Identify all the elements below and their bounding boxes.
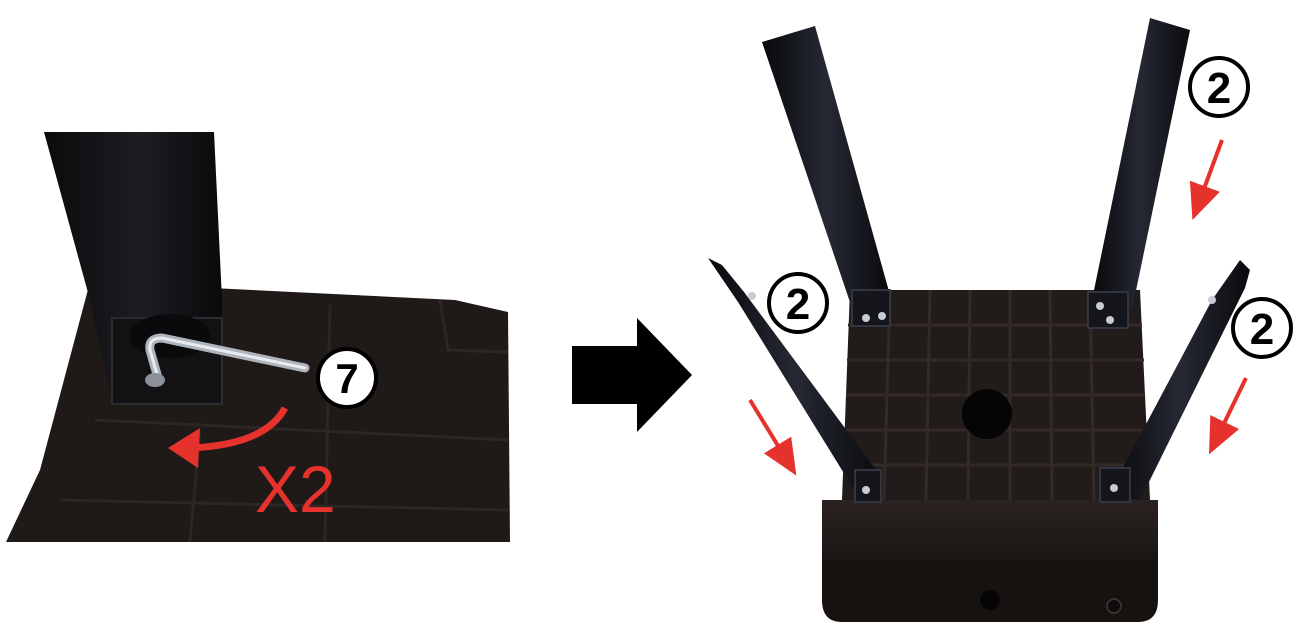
leg-badge-right-label: 2 <box>1250 305 1274 354</box>
insert-arrow-top-right <box>1198 140 1222 205</box>
leg-badge-left: 2 <box>769 274 827 332</box>
part-number-label: 7 <box>335 355 358 402</box>
leg-badge-top-right: 2 <box>1190 58 1248 116</box>
insert-arrow-left <box>750 400 788 462</box>
leg-back-right <box>1092 18 1190 310</box>
bottom-hole <box>980 590 1000 610</box>
insert-arrow-right <box>1216 378 1246 440</box>
right-panel-assembly: 2 2 2 <box>708 18 1291 622</box>
allen-key-socket <box>145 373 165 387</box>
stool-body <box>822 290 1158 622</box>
next-step-arrow <box>572 318 692 432</box>
leg-badge-left-label: 2 <box>786 280 810 329</box>
leg-back-left <box>762 26 890 320</box>
part-number-badge: 7 <box>318 349 376 407</box>
left-panel-closeup: 7 X2 <box>6 132 510 542</box>
leg-badge-top-right-label: 2 <box>1207 64 1231 113</box>
leg-badge-right: 2 <box>1233 299 1291 357</box>
center-hole <box>962 389 1012 439</box>
repeat-count-label: X2 <box>255 452 336 526</box>
